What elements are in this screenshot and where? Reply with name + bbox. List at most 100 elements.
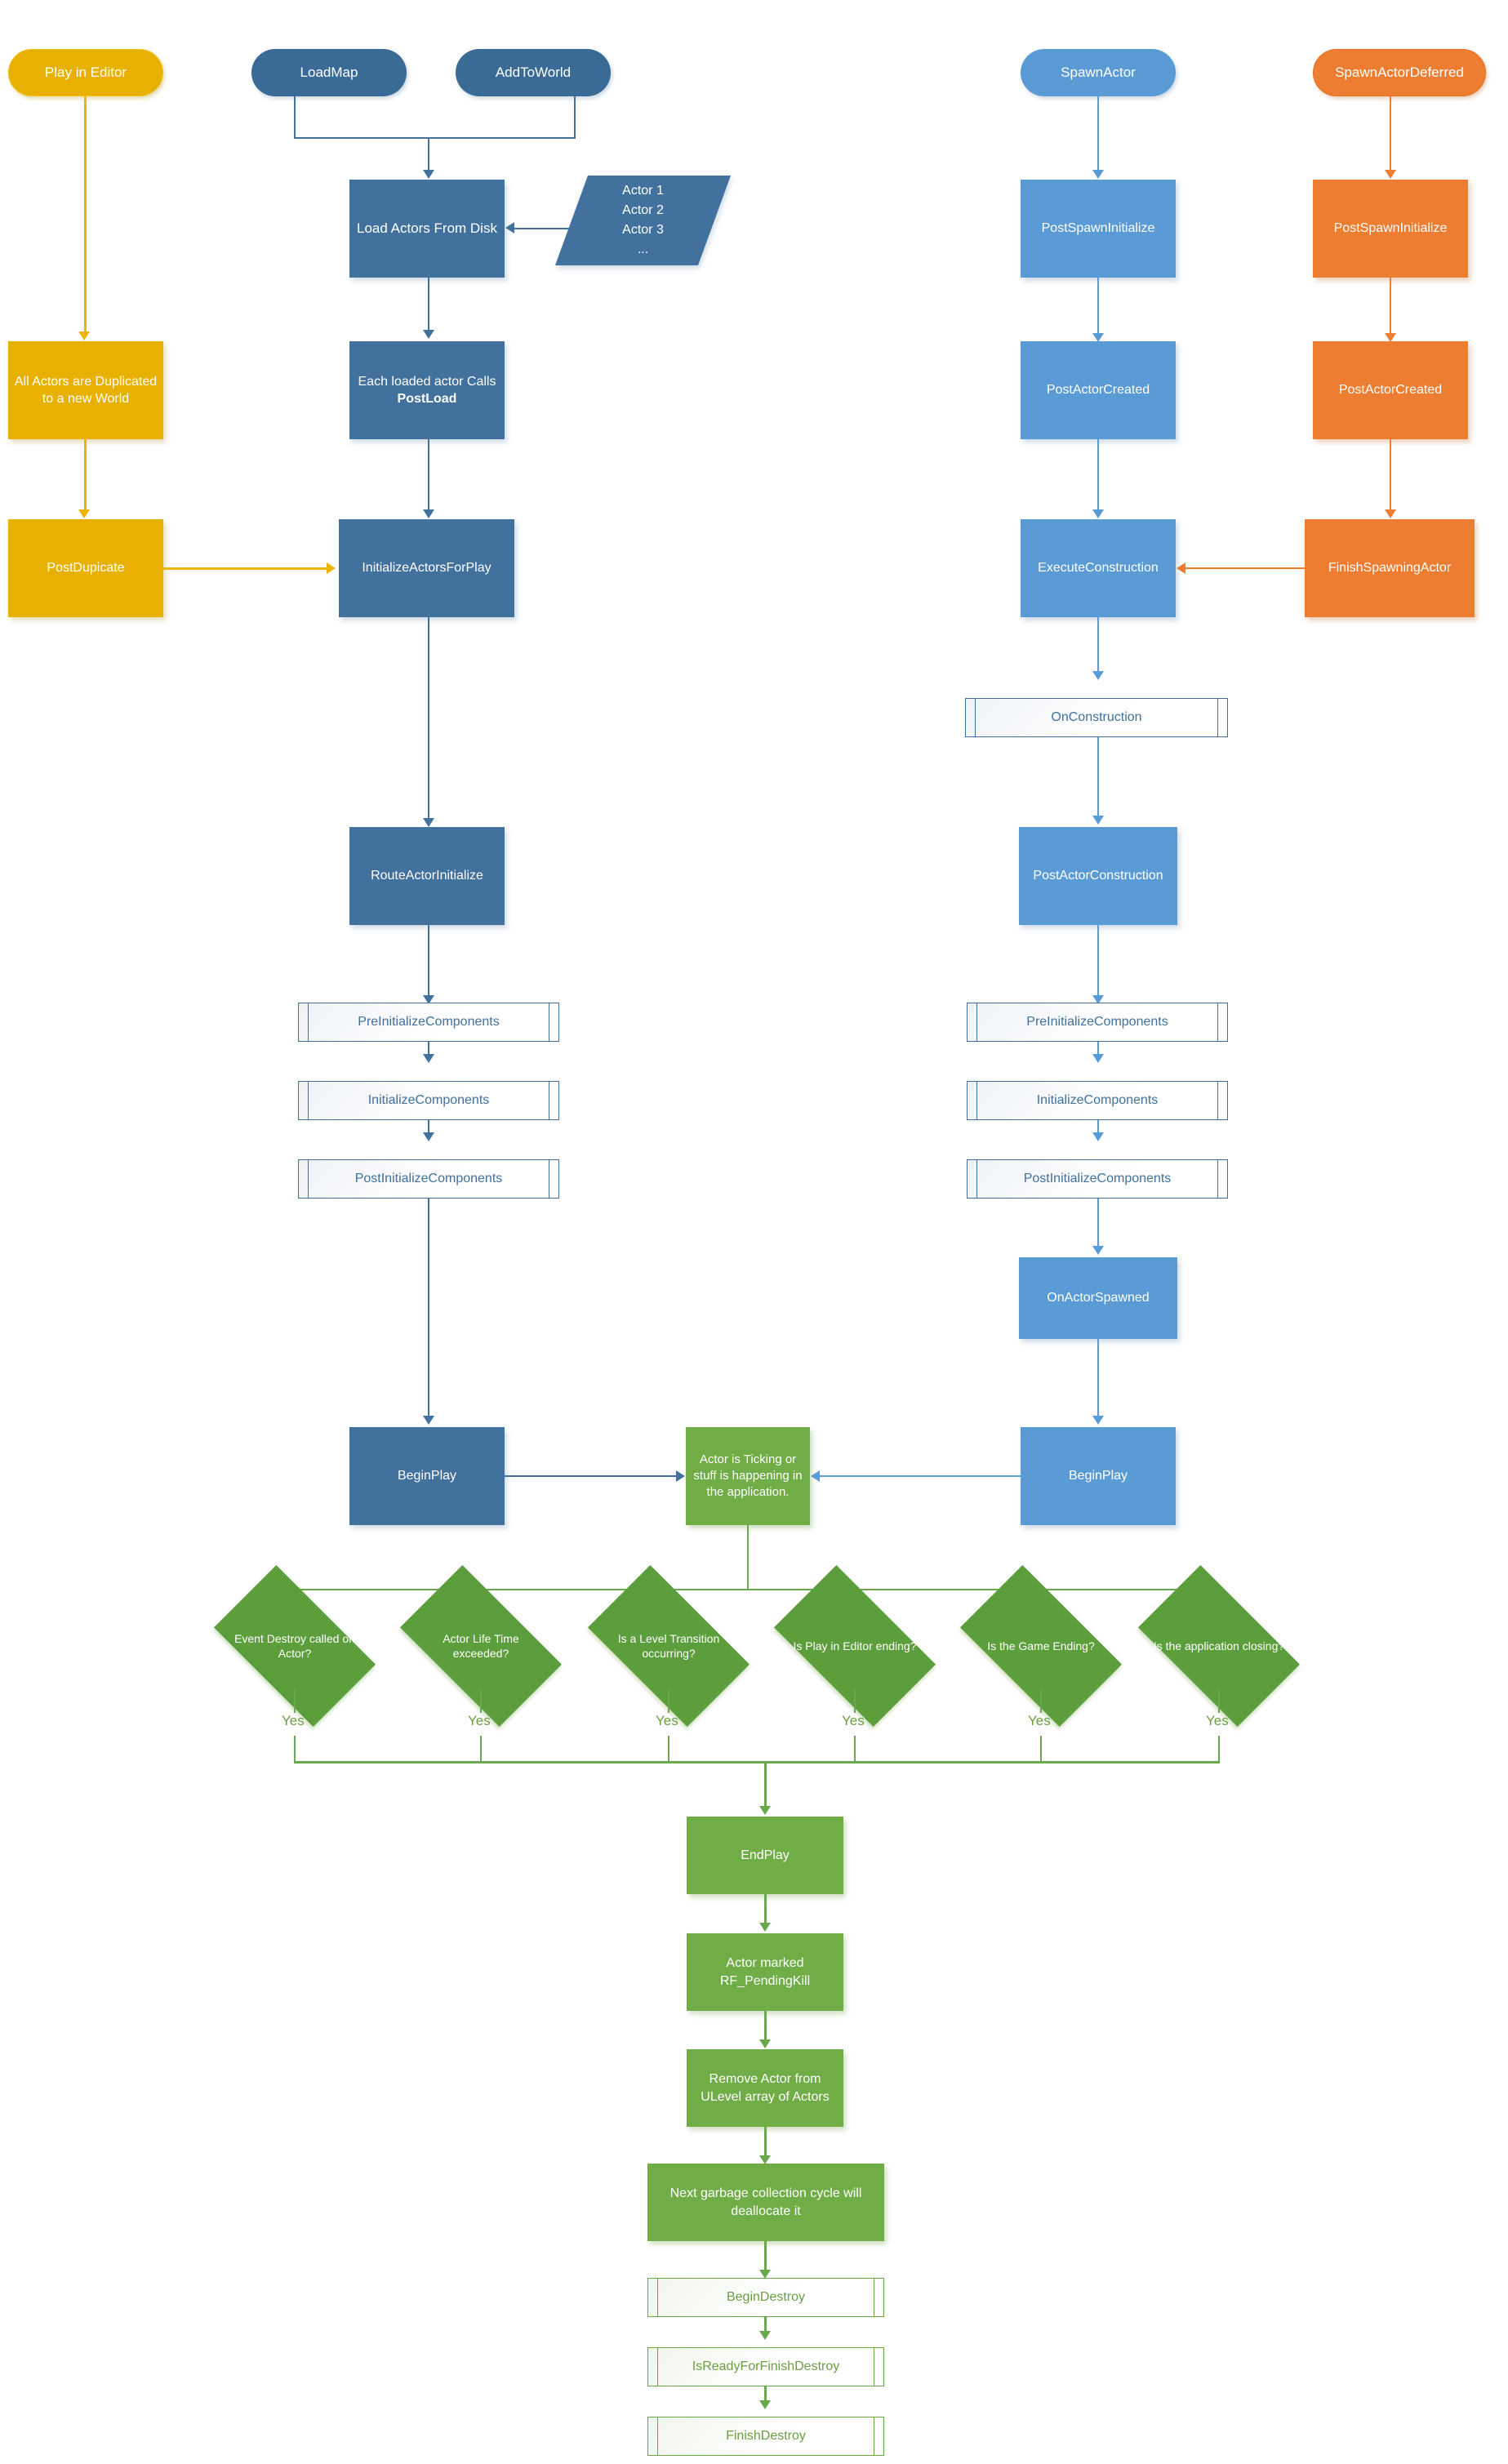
node-post-actor-construction[interactable]: PostActorConstruction <box>1019 827 1177 925</box>
node-label: Remove Actor from ULevel array of Actors <box>701 2072 830 2104</box>
node-initialize-components-left[interactable]: InitializeComponents <box>298 1081 559 1120</box>
node-finish-destroy[interactable]: FinishDestroy <box>647 2417 884 2456</box>
connector-spawnactor-to-psi <box>1097 96 1100 173</box>
node-initialize-actors-for-play[interactable]: InitializeActorsForPlay <box>339 519 514 617</box>
connector-yes-stem-6 <box>1218 1690 1220 1713</box>
connector-postduplicate-to-initactors <box>163 567 330 570</box>
node-label: Actor marked RF_PendingKill <box>719 1956 811 1988</box>
node-post-spawn-initialize-mid[interactable]: PostSpawnInitialize <box>1021 180 1176 278</box>
arrowhead-down <box>1092 509 1104 518</box>
node-add-to-world[interactable]: AddToWorld <box>456 49 611 96</box>
connector-pie-to-duplicate <box>84 96 87 335</box>
arrowhead-down <box>423 818 434 827</box>
node-label: SpawnActor <box>1061 64 1136 80</box>
decision-game-ending[interactable]: Is the Game Ending? <box>960 1565 1122 1727</box>
node-pre-initialize-components-left[interactable]: PreInitializeComponents <box>298 1003 559 1042</box>
connector-gc-to-begindestroy <box>764 2241 767 2274</box>
node-begin-play-right[interactable]: BeginPlay <box>1021 1427 1176 1525</box>
node-load-actors-from-disk[interactable]: Load Actors From Disk <box>349 180 505 278</box>
connector-yes-lower-1 <box>294 1736 296 1763</box>
decision-level-transition[interactable]: Is a Level Transition occurring? <box>588 1565 750 1727</box>
node-actor-is-ticking[interactable]: Actor is Ticking or stuff is happening i… <box>686 1427 810 1525</box>
connector-merge-bar <box>294 137 576 140</box>
actor-list-item: Actor 3 <box>622 223 664 237</box>
branch-label-yes-3: Yes <box>656 1713 678 1728</box>
node-finish-spawning-actor[interactable]: FinishSpawningActor <box>1305 519 1475 617</box>
node-post-spawn-initialize-right[interactable]: PostSpawnInitialize <box>1313 180 1468 278</box>
node-label: PostDupicate <box>47 561 125 576</box>
decision-label: Is the application closing? <box>1153 1639 1285 1652</box>
node-all-actors-duplicated[interactable]: All Actors are Duplicated to a new World <box>8 341 163 439</box>
arrowhead-down <box>1092 671 1104 680</box>
arrowhead-down <box>759 2039 771 2048</box>
branch-label-yes-1: Yes <box>282 1713 305 1728</box>
connector-initactors-to-routeactor <box>428 617 430 821</box>
node-execute-construction[interactable]: ExecuteConstruction <box>1021 519 1176 617</box>
node-label: LoadMap <box>300 64 358 80</box>
node-on-construction[interactable]: OnConstruction <box>965 698 1228 737</box>
arrowhead-right <box>676 1470 685 1482</box>
node-spawn-actor[interactable]: SpawnActor <box>1021 49 1176 96</box>
arrowhead-down <box>1092 1246 1104 1255</box>
decision-label: Is a Level Transition occurring? <box>617 1631 720 1660</box>
node-next-gc-cycle[interactable]: Next garbage collection cycle will deall… <box>647 2164 884 2241</box>
node-post-initialize-components-left[interactable]: PostInitializeComponents <box>298 1159 559 1199</box>
node-label: InitializeComponents <box>367 1093 490 1108</box>
node-post-initialize-components-right[interactable]: PostInitializeComponents <box>967 1159 1228 1199</box>
node-label: Play in Editor <box>44 64 127 80</box>
decision-event-destroy[interactable]: Event Destroy called on Actor? <box>214 1565 376 1727</box>
connector-pendingkill-to-remove <box>764 2011 767 2044</box>
arrowhead-down <box>1092 170 1104 179</box>
node-remove-actor-from-ulevel[interactable]: Remove Actor from ULevel array of Actors <box>687 2049 843 2127</box>
node-begin-destroy[interactable]: BeginDestroy <box>647 2278 884 2317</box>
arrowhead-left <box>1177 563 1185 574</box>
arrowhead-down <box>423 509 434 518</box>
connector-yes-stem-2 <box>480 1690 482 1713</box>
node-label: InitializeActorsForPlay <box>362 561 492 576</box>
node-is-ready-for-finish-destroy[interactable]: IsReadyForFinishDestroy <box>647 2347 884 2386</box>
arrowhead-down <box>1092 995 1104 1004</box>
node-play-in-editor[interactable]: Play in Editor <box>8 49 163 96</box>
arrowhead-down <box>759 2400 771 2409</box>
decision-play-in-editor-ending[interactable]: Is Play in Editor ending? <box>774 1565 936 1727</box>
node-post-actor-created-mid[interactable]: PostActorCreated <box>1021 341 1176 439</box>
arrowhead-down <box>1092 1132 1104 1141</box>
node-load-map[interactable]: LoadMap <box>251 49 407 96</box>
connector-yes-lower-3 <box>668 1736 669 1763</box>
connector-yes-lower-6 <box>1218 1736 1220 1763</box>
node-actor-list[interactable]: Actor 1 Actor 2 Actor 3 ... <box>554 176 732 265</box>
arrowhead-down <box>423 1416 434 1425</box>
node-post-duplicate[interactable]: PostDupicate <box>8 519 163 617</box>
connector-addtoworld-stub <box>574 96 576 139</box>
connector-routeactor-to-preinit <box>428 925 430 998</box>
arrowhead-down <box>423 1054 434 1063</box>
node-label: PostInitializeComponents <box>1023 1172 1172 1186</box>
decision-actor-life-time[interactable]: Actor Life Time exceeded? <box>400 1565 562 1727</box>
node-pre-initialize-components-right[interactable]: PreInitializeComponents <box>967 1003 1228 1042</box>
decision-label: Actor Life Time exceeded? <box>443 1631 519 1660</box>
arrowhead-down <box>1385 170 1396 179</box>
connector-pac-to-exec-mid <box>1097 439 1100 513</box>
node-actor-marked-pendingkill[interactable]: Actor marked RF_PendingKill <box>687 1933 843 2011</box>
decision-label: Is Play in Editor ending? <box>793 1639 917 1652</box>
node-post-actor-created-right[interactable]: PostActorCreated <box>1313 341 1468 439</box>
node-label: SpawnActorDeferred <box>1335 64 1464 80</box>
node-begin-play-left[interactable]: BeginPlay <box>349 1427 505 1525</box>
branch-label-yes-4: Yes <box>842 1713 865 1728</box>
node-spawn-actor-deferred[interactable]: SpawnActorDeferred <box>1313 49 1486 96</box>
arrowhead-down <box>1385 509 1396 518</box>
node-label: PostActorCreated <box>1338 383 1443 398</box>
connector-yes-stem-1 <box>294 1690 296 1713</box>
arrowhead-down <box>759 1923 771 1932</box>
node-end-play[interactable]: EndPlay <box>687 1817 843 1894</box>
decision-application-closing[interactable]: Is the application closing? <box>1138 1565 1300 1727</box>
node-on-actor-spawned[interactable]: OnActorSpawned <box>1019 1257 1177 1339</box>
arrowhead-down <box>423 995 434 1004</box>
node-route-actor-initialize[interactable]: RouteActorInitialize <box>349 827 505 925</box>
arrowhead-down <box>423 330 434 339</box>
node-initialize-components-right[interactable]: InitializeComponents <box>967 1081 1228 1120</box>
connector-psi-to-pac-mid <box>1097 278 1100 336</box>
node-each-loaded-actor-postload[interactable]: Each loaded actor Calls PostLoad <box>349 341 505 439</box>
node-label: PostInitializeComponents <box>354 1172 503 1186</box>
